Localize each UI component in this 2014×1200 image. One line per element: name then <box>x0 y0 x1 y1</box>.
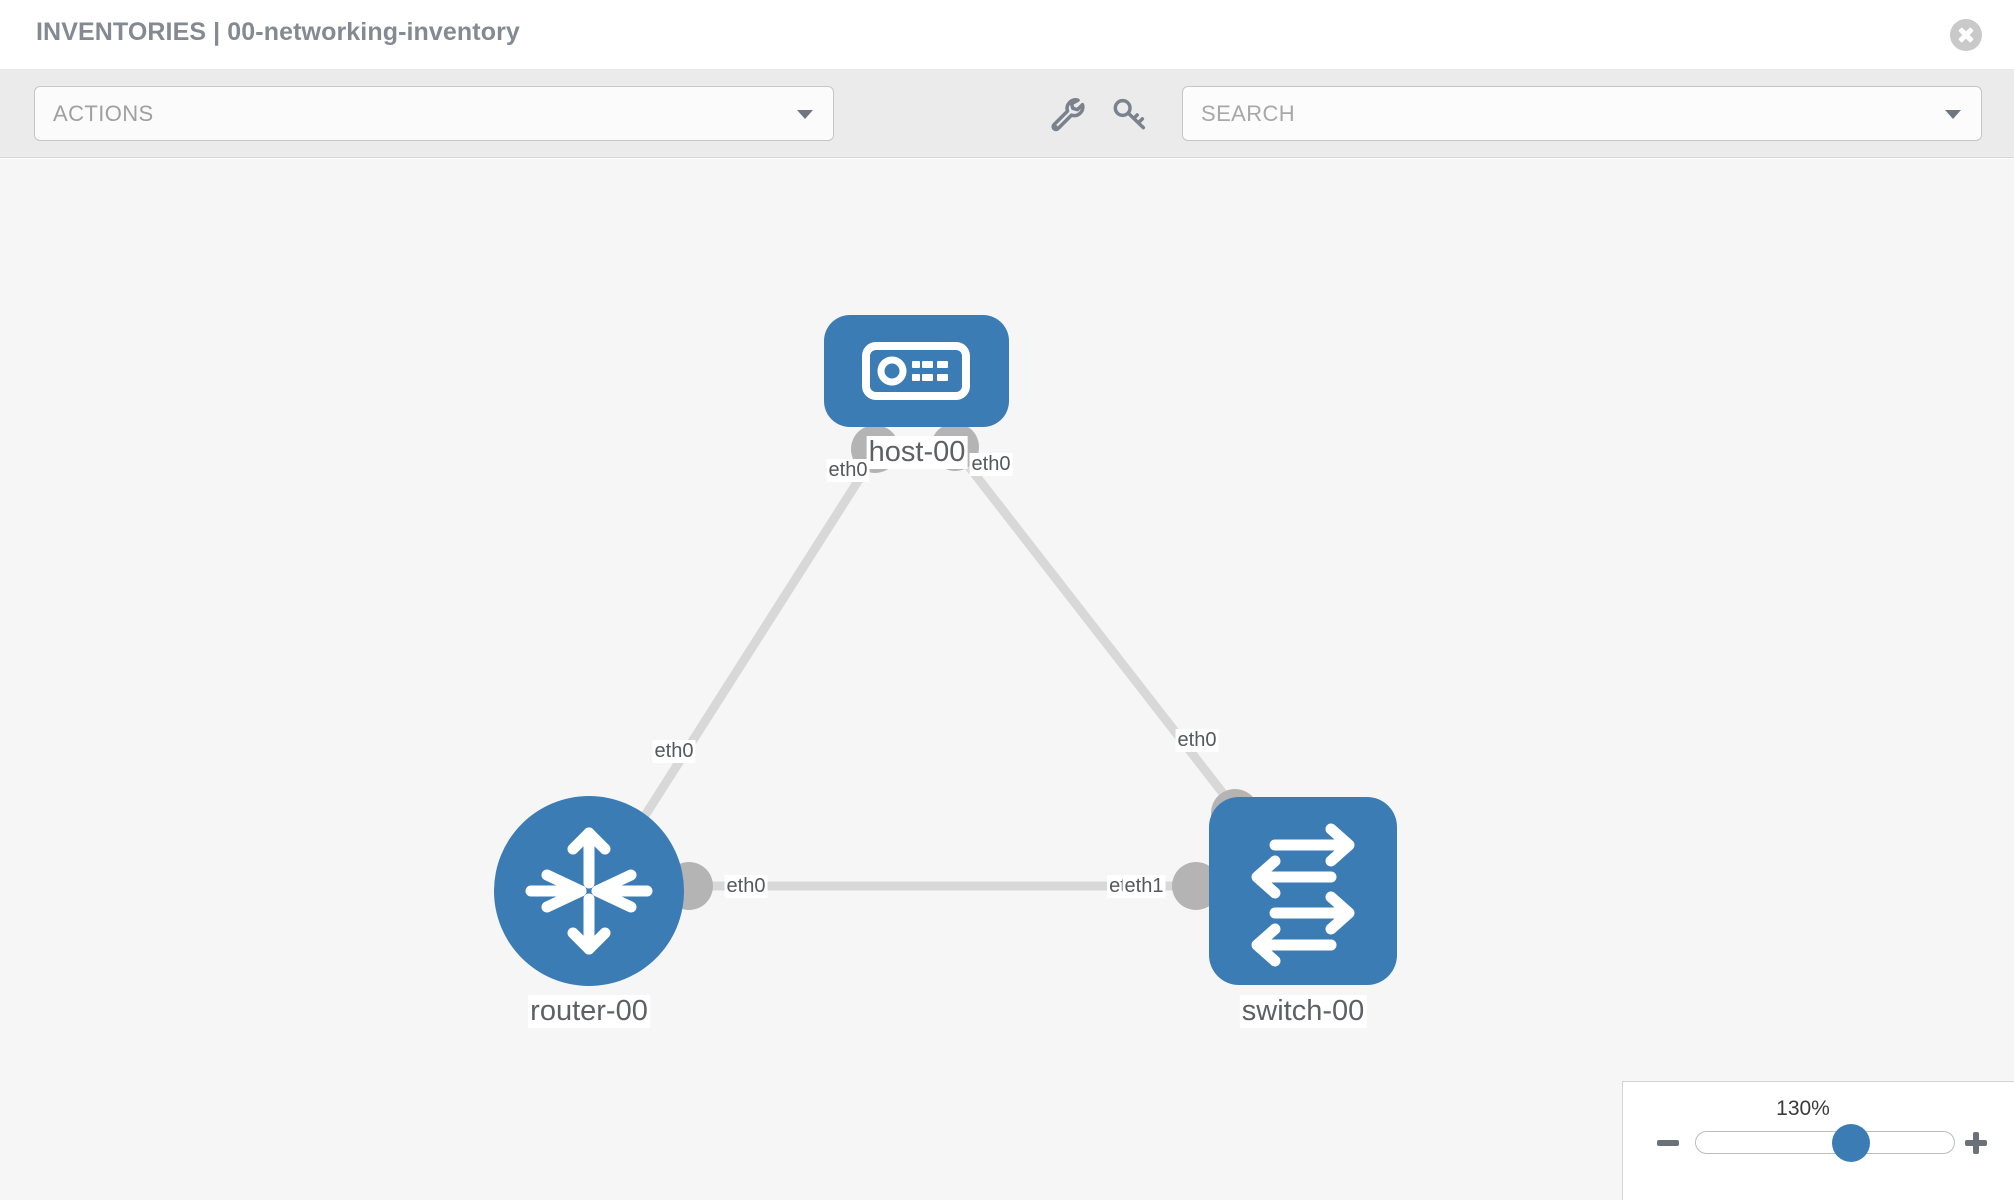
key-icon[interactable] <box>1110 94 1150 134</box>
port-label-switch-eth1-trunk: eth1 <box>1122 875 1166 898</box>
link-group <box>620 454 1248 891</box>
router-four-arrows-icon <box>525 827 653 955</box>
port-switch-lower <box>1172 862 1220 910</box>
node-host-00 <box>824 315 1009 427</box>
node-switch-00 <box>1209 797 1397 985</box>
link-host-switch <box>958 454 1248 824</box>
plus-icon[interactable] <box>1961 1128 1991 1158</box>
search-input[interactable]: SEARCH <box>1182 86 1982 141</box>
wrench-icon[interactable] <box>1047 94 1087 134</box>
search-placeholder-label: SEARCH <box>1201 101 1296 126</box>
toolbar: ACTIONS SEARCH <box>0 70 2014 158</box>
chevron-down-icon <box>797 109 813 119</box>
port-label-host-eth0-left: eth0 <box>826 459 870 482</box>
page-title: INVENTORIES | 00-networking-inventory <box>36 18 520 46</box>
port-label-switch-eth0-uplink: eth0 <box>1175 729 1219 752</box>
page-header: INVENTORIES | 00-networking-inventory <box>0 0 2014 70</box>
topology-graph <box>494 315 1397 986</box>
actions-dropdown-label: ACTIONS <box>53 101 154 126</box>
server-device-icon <box>862 342 970 400</box>
close-icon[interactable] <box>1950 19 1982 51</box>
zoom-level-label: 130% <box>1776 1097 1830 1120</box>
actions-dropdown[interactable]: ACTIONS <box>34 86 834 141</box>
zoom-slider[interactable] <box>1695 1123 1955 1162</box>
switch-arrows-icon <box>1251 823 1355 967</box>
port-label-router-eth0-uplink: eth0 <box>652 740 696 763</box>
node-label-router-00: router-00 <box>528 995 650 1028</box>
topology-canvas[interactable]: host-00 router-00 switch-00 eth0 eth0 et… <box>0 159 2014 1200</box>
zoom-control-panel: 130% <box>1622 1081 2014 1200</box>
node-label-switch-00: switch-00 <box>1239 995 1367 1028</box>
port-label-router-eth0-trunk: eth0 <box>724 875 768 898</box>
minus-icon[interactable] <box>1653 1128 1683 1158</box>
zoom-slider-thumb[interactable] <box>1831 1123 1870 1162</box>
node-label-host-00: host-00 <box>866 436 968 469</box>
node-router-00 <box>494 796 684 986</box>
link-host-router <box>620 454 877 852</box>
port-group <box>665 423 1259 910</box>
port-label-host-eth0-right: eth0 <box>969 453 1013 476</box>
chevron-down-icon <box>1945 109 1961 119</box>
